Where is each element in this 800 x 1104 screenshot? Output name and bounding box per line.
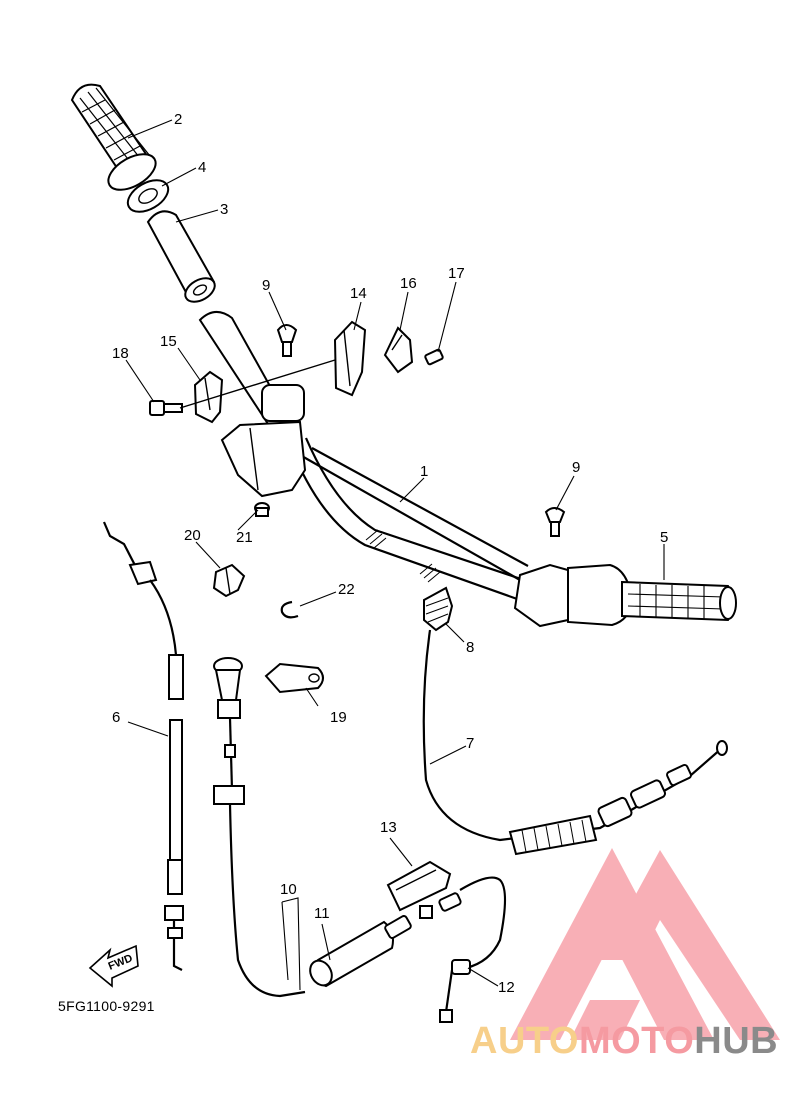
callout-17: 17 bbox=[448, 265, 465, 282]
throttle-cable-part-6 bbox=[102, 521, 184, 971]
callout-1: 1 bbox=[420, 463, 428, 480]
screw-part-17 bbox=[424, 348, 444, 366]
callout-13: 13 bbox=[380, 819, 397, 836]
watermark-moto: MOTO bbox=[578, 1020, 695, 1062]
callout-9-right: 9 bbox=[572, 459, 580, 476]
left-grip-part-2 bbox=[70, 83, 157, 191]
lever-holder-part-14 bbox=[333, 320, 367, 397]
callout-2: 2 bbox=[174, 111, 182, 128]
left-switch-housing bbox=[220, 384, 307, 498]
callout-19: 19 bbox=[330, 709, 347, 726]
bolt-part-9-left bbox=[276, 324, 298, 357]
collar-part-4 bbox=[126, 179, 170, 213]
callout-10: 10 bbox=[280, 881, 297, 898]
callout-22: 22 bbox=[338, 581, 355, 598]
watermark-auto: AUTO bbox=[470, 1020, 579, 1062]
clamp-part-20 bbox=[212, 563, 246, 598]
fwd-arrow: FWD bbox=[88, 944, 139, 988]
clip-part-22 bbox=[280, 600, 299, 619]
callout-18: 18 bbox=[112, 345, 129, 362]
watermark-text: AUTOMOTOHUB bbox=[470, 1020, 778, 1063]
callout-16: 16 bbox=[400, 275, 417, 292]
cable-part-12 bbox=[438, 876, 507, 1023]
watermark-hub: HUB bbox=[694, 1020, 779, 1062]
holder-part-13 bbox=[386, 860, 452, 919]
callout-labels: 1 2 3 4 5 6 7 8 9 9 10 11 12 13 14 15 16… bbox=[112, 111, 668, 996]
callout-4: 4 bbox=[198, 159, 206, 176]
right-switch-housing bbox=[513, 563, 634, 628]
bolt-part-21 bbox=[254, 502, 270, 517]
callout-9-left: 9 bbox=[262, 277, 270, 294]
choke-cable-part-10 bbox=[213, 717, 306, 998]
callout-7: 7 bbox=[466, 735, 474, 752]
screw-part-18 bbox=[149, 400, 183, 416]
callout-15: 15 bbox=[160, 333, 177, 350]
callout-6: 6 bbox=[112, 709, 120, 726]
diagram-code: 5FG1100-9291 bbox=[58, 998, 155, 1014]
boot-part-8 bbox=[423, 586, 454, 632]
clamp-part-15 bbox=[193, 370, 224, 424]
choke-knob bbox=[213, 657, 243, 719]
callout-5: 5 bbox=[660, 529, 668, 546]
spring-clip-part-16 bbox=[383, 326, 414, 374]
throttle-tube-part-3 bbox=[146, 210, 216, 303]
clutch-cable-part-7 bbox=[422, 629, 728, 856]
watermark-logo bbox=[510, 848, 780, 1040]
right-grip-part-5 bbox=[621, 580, 737, 622]
callout-21: 21 bbox=[236, 529, 253, 546]
callout-14: 14 bbox=[350, 285, 367, 302]
callout-11: 11 bbox=[314, 905, 330, 922]
callout-12: 12 bbox=[498, 979, 515, 996]
callout-3: 3 bbox=[220, 201, 228, 218]
callout-20: 20 bbox=[184, 527, 201, 544]
bolt-part-9-right bbox=[544, 507, 566, 537]
choke-plunger-part-11 bbox=[309, 915, 412, 988]
callout-8: 8 bbox=[466, 639, 474, 656]
bracket-part-19 bbox=[264, 662, 324, 694]
leader-lines bbox=[125, 119, 665, 991]
